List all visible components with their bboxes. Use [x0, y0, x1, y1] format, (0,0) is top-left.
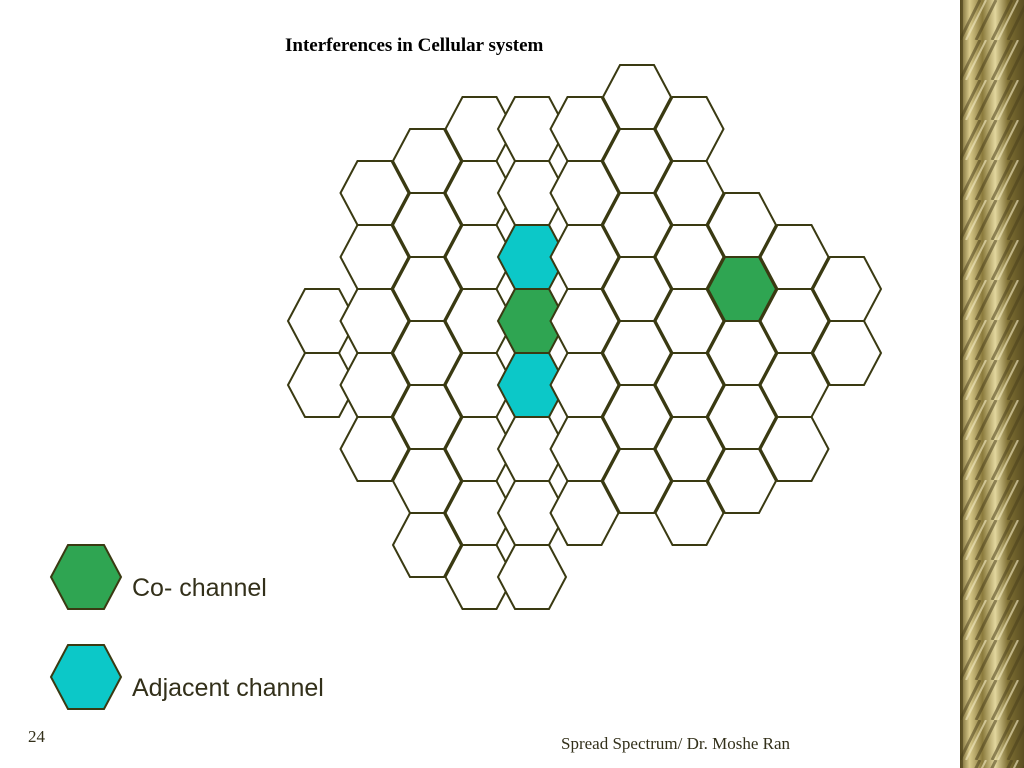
page-number: 24	[28, 727, 45, 746]
empty-cell	[811, 320, 883, 386]
footer-credit: Spread Spectrum/ Dr. Moshe Ran	[561, 734, 790, 753]
empty-cell	[601, 448, 673, 514]
slide-title: Interferences in Cellular system	[285, 35, 544, 56]
empty-cell	[549, 480, 620, 546]
empty-cell	[339, 416, 410, 482]
legend-co-channel-swatch	[49, 544, 123, 610]
empty-cell	[706, 448, 778, 514]
legend-co-channel-label: Co- channel	[132, 574, 267, 602]
legend-adjacent-channel-swatch	[49, 644, 123, 710]
decorative-gold-border	[960, 0, 1024, 768]
empty-cell	[391, 512, 463, 578]
empty-cell	[496, 544, 568, 610]
legend-adjacent-channel-label: Adjacent channel	[132, 674, 324, 702]
empty-cell	[759, 416, 830, 482]
empty-cell	[654, 480, 725, 546]
